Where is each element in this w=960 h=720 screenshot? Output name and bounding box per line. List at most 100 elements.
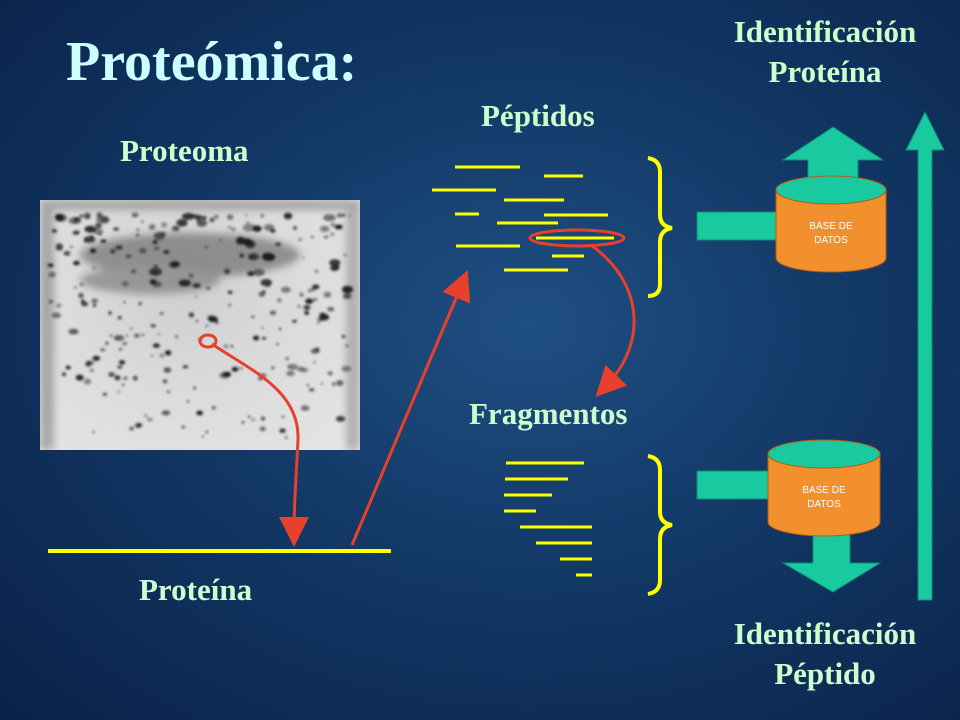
gel-spot [110, 249, 116, 254]
gel-spot [297, 305, 301, 308]
gel-spot [303, 304, 311, 311]
gel-spot [100, 216, 109, 224]
peptidos-label: Péptidos [481, 98, 595, 133]
gel-spot [118, 360, 126, 365]
database-top-icon [775, 175, 887, 273]
gel-spot [275, 242, 282, 247]
gel-spot [239, 253, 244, 258]
gel-spot [287, 365, 291, 367]
gel-spot [323, 291, 332, 298]
gel-spot [306, 384, 309, 387]
gel-spot [329, 259, 341, 267]
gel-spot [228, 304, 232, 307]
gel-spot [269, 310, 277, 315]
gel-spot [248, 253, 260, 260]
gel-spot [327, 307, 335, 312]
gel-spot [182, 365, 189, 369]
gel-spot [122, 342, 128, 345]
gel-spot [90, 368, 94, 372]
gel-spot [76, 230, 80, 233]
gel-spot [73, 260, 80, 266]
peptides-brace [647, 156, 673, 298]
gel-spot [90, 235, 94, 238]
gel-spot [193, 386, 196, 390]
gel-spot [56, 303, 62, 308]
gel-spot [61, 372, 67, 377]
gel-spot [150, 324, 156, 328]
gel-spot [153, 246, 160, 251]
gel-spot [159, 353, 165, 358]
gel-spot [176, 218, 188, 227]
gel-spot [118, 316, 122, 320]
gel-spot [75, 374, 84, 381]
gel-spot [341, 335, 346, 338]
gel-spot [278, 328, 282, 331]
gel-spot [138, 302, 142, 306]
page-title: Proteómica: [66, 31, 358, 93]
gel-spot [148, 224, 156, 230]
gel-spot [161, 410, 171, 416]
gel-spot [201, 435, 204, 438]
gel-spot [117, 365, 123, 369]
gel-spot [196, 219, 208, 227]
gel-spot [320, 382, 324, 385]
gel-spot [308, 388, 315, 392]
gel-spot [345, 344, 349, 347]
gel-spot [63, 251, 71, 256]
gel-spot [302, 256, 305, 259]
tall-up-arrow-icon [905, 110, 945, 601]
gel-spot [134, 333, 140, 338]
gel-spot [96, 212, 103, 218]
gel-spot [271, 366, 275, 370]
selected-spot-ring [198, 333, 218, 349]
gel-spot [204, 246, 209, 249]
gel-spot [327, 371, 333, 376]
gel-spot [139, 248, 147, 254]
database-top-label: BASE DE DATOS [776, 220, 886, 248]
gel-spot [205, 430, 209, 434]
gel-spot [313, 298, 318, 301]
gel-spot [330, 222, 335, 227]
identificacion-proteina-line1: Identificación [733, 14, 917, 49]
gel-spot [195, 320, 199, 323]
gel-spot [48, 299, 54, 304]
gel-spot [161, 222, 167, 228]
gel-spot [227, 290, 233, 294]
gel-spot [146, 417, 153, 422]
gel-spot [317, 322, 320, 324]
protein-to-peptides-arrow [350, 270, 470, 546]
gel-spot [51, 229, 57, 233]
gel-spot [310, 236, 314, 238]
gel-spot [230, 345, 234, 348]
gel-spot [131, 269, 137, 273]
gel-spot [141, 333, 145, 336]
gel-spot [81, 301, 88, 307]
gel-spot [277, 298, 282, 303]
gel-spot [261, 336, 267, 340]
fragments-brace [647, 454, 673, 596]
gel-spot [125, 254, 132, 258]
peptide-to-fragments-arrow [591, 244, 636, 397]
gel-spot [312, 289, 315, 292]
database-bottom-label: BASE DE DATOS [769, 484, 879, 512]
gel-spot [167, 390, 171, 393]
gel-spot [92, 431, 96, 433]
gel-spot [108, 372, 115, 377]
gel-spot [171, 225, 180, 232]
gel-spot [195, 295, 198, 298]
gel-spot [181, 215, 184, 217]
gel-spot [260, 214, 264, 218]
gel-spot [292, 319, 297, 323]
gel-spot [136, 228, 140, 232]
gel-spot [231, 366, 239, 372]
gel-spot [251, 315, 255, 319]
gel-spot [293, 226, 297, 230]
selected-peptide-ring [528, 228, 626, 248]
gel-spot [48, 271, 56, 278]
gel-spot [131, 212, 139, 218]
gel-spot [330, 265, 339, 272]
gel-spot [304, 311, 310, 315]
gel-spot [336, 380, 344, 386]
gel-spot [152, 240, 158, 244]
